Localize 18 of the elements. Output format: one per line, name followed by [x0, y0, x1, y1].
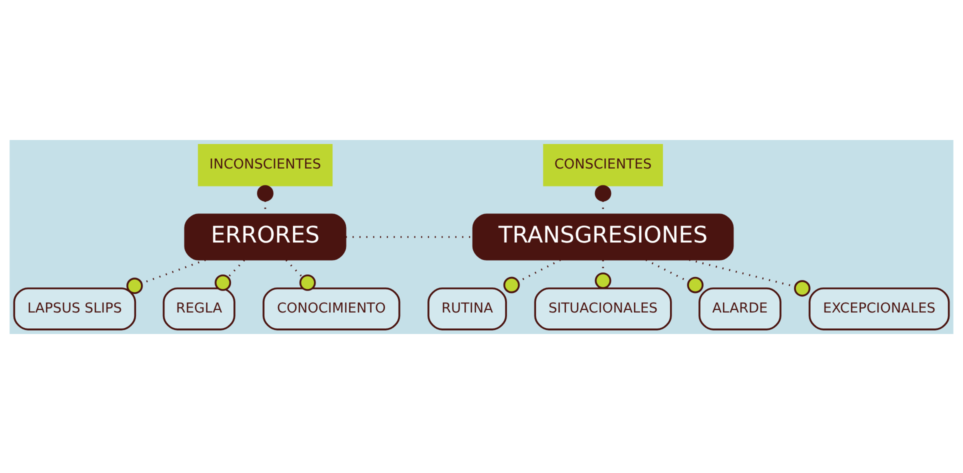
node-box: ERRORES [184, 213, 346, 260]
node-box: RUTINA [428, 286, 507, 330]
connector [214, 259, 245, 290]
connector [126, 258, 206, 294]
node-box: REGLA [162, 286, 236, 330]
connector [286, 259, 316, 290]
node-box: ALARDE [698, 286, 782, 330]
node-box: TRANSGRESIONES [472, 213, 734, 260]
node-box: CONOCIMIENTO [262, 286, 400, 330]
node-box: CONSCIENTES [543, 144, 663, 186]
node-box: SITUACIONALES [534, 286, 672, 330]
node-box: LAPSUS SLIPS [13, 286, 136, 330]
connector [594, 260, 612, 288]
connector [689, 258, 810, 296]
connector [646, 258, 704, 293]
node-box: INCONSCIENTES [198, 144, 333, 186]
connector [503, 258, 561, 293]
node-box: EXCEPCIONALES [808, 286, 950, 330]
